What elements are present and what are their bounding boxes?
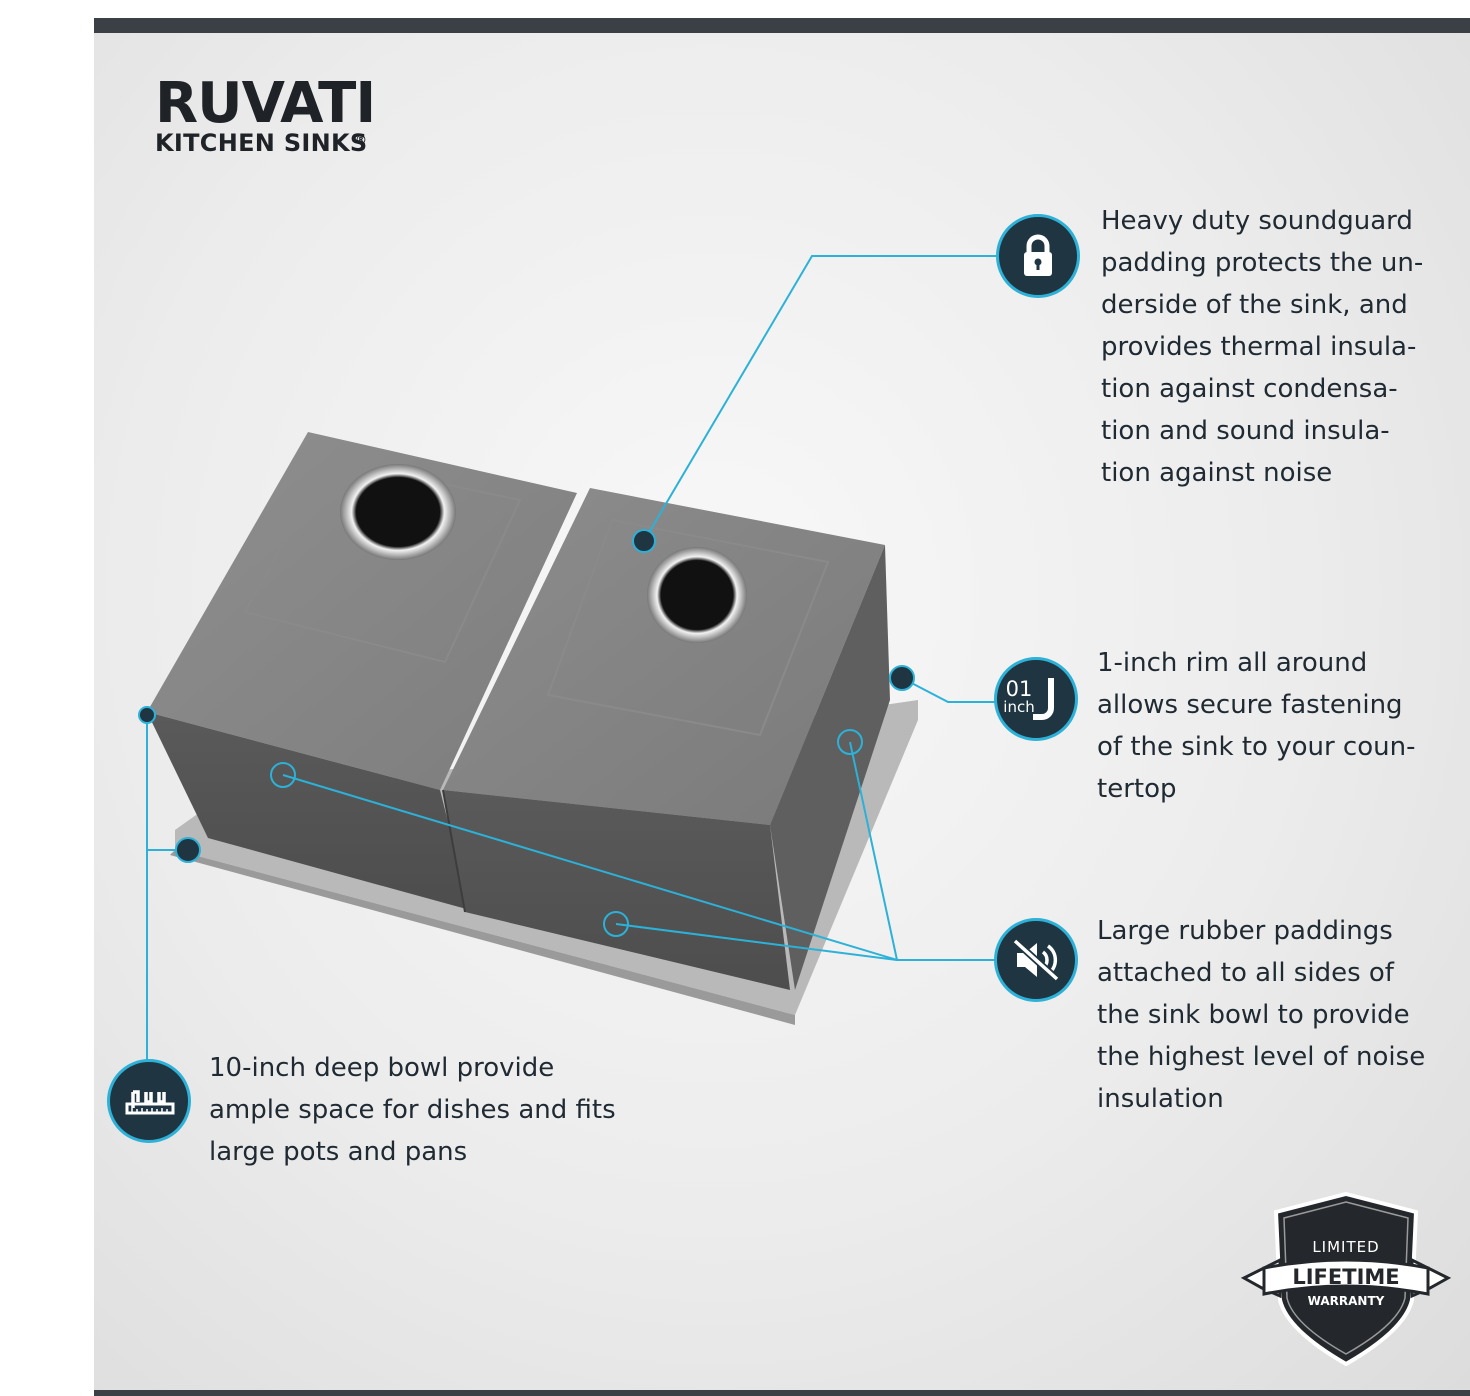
ruler-icon	[107, 1059, 191, 1143]
right-bowl-top	[443, 488, 885, 825]
rim-icon-unit: inch	[1003, 698, 1034, 716]
feature-text-deep-bowl: 10-inch deep bowl provide ample space fo…	[209, 1053, 616, 1167]
feature-text-rim: 1-inch rim all around allows secure fast…	[1097, 648, 1416, 804]
rim-icon-number: 01	[1006, 677, 1033, 701]
left-drain	[340, 464, 456, 560]
warranty-line2: LIFETIME	[1292, 1265, 1399, 1289]
left-bowl-top	[147, 432, 577, 790]
callout-dots	[138, 529, 915, 937]
right-bowl-panel	[546, 518, 830, 737]
lock-icon	[996, 214, 1080, 298]
brand-logo: RUVATI ® KITCHEN SINKS	[155, 76, 376, 157]
brand-name: RUVATI	[155, 71, 376, 136]
right-drain	[647, 547, 747, 643]
right-bowl-side	[770, 545, 890, 990]
bottom-bar	[94, 1390, 1470, 1396]
rim-icon: 01 inch	[994, 657, 1078, 741]
callout-lines	[146, 255, 998, 1060]
badge-ribbon	[1262, 1258, 1430, 1296]
warranty-badge: LIMITED LIFETIME WARRANTY	[1240, 1191, 1452, 1366]
feature-text-rubber-paddings: Large rubber paddings attached to all si…	[1097, 916, 1426, 1114]
warranty-line3: WARRANTY	[1308, 1294, 1385, 1308]
registered-mark: ®	[355, 133, 367, 147]
mute-speaker-icon	[994, 918, 1078, 1002]
left-bowl-front	[147, 712, 470, 910]
top-bar	[94, 18, 1470, 33]
bowl-divider	[442, 789, 466, 913]
feature-text-soundguard: Heavy duty soundguard padding protects t…	[1101, 206, 1424, 488]
brand-tagline: KITCHEN SINKS	[155, 129, 368, 157]
sink-rim-shadow	[170, 850, 795, 1025]
right-bowl-front	[443, 790, 790, 990]
left-bowl-panel	[243, 458, 522, 664]
warranty-line1: LIMITED	[1312, 1238, 1379, 1256]
